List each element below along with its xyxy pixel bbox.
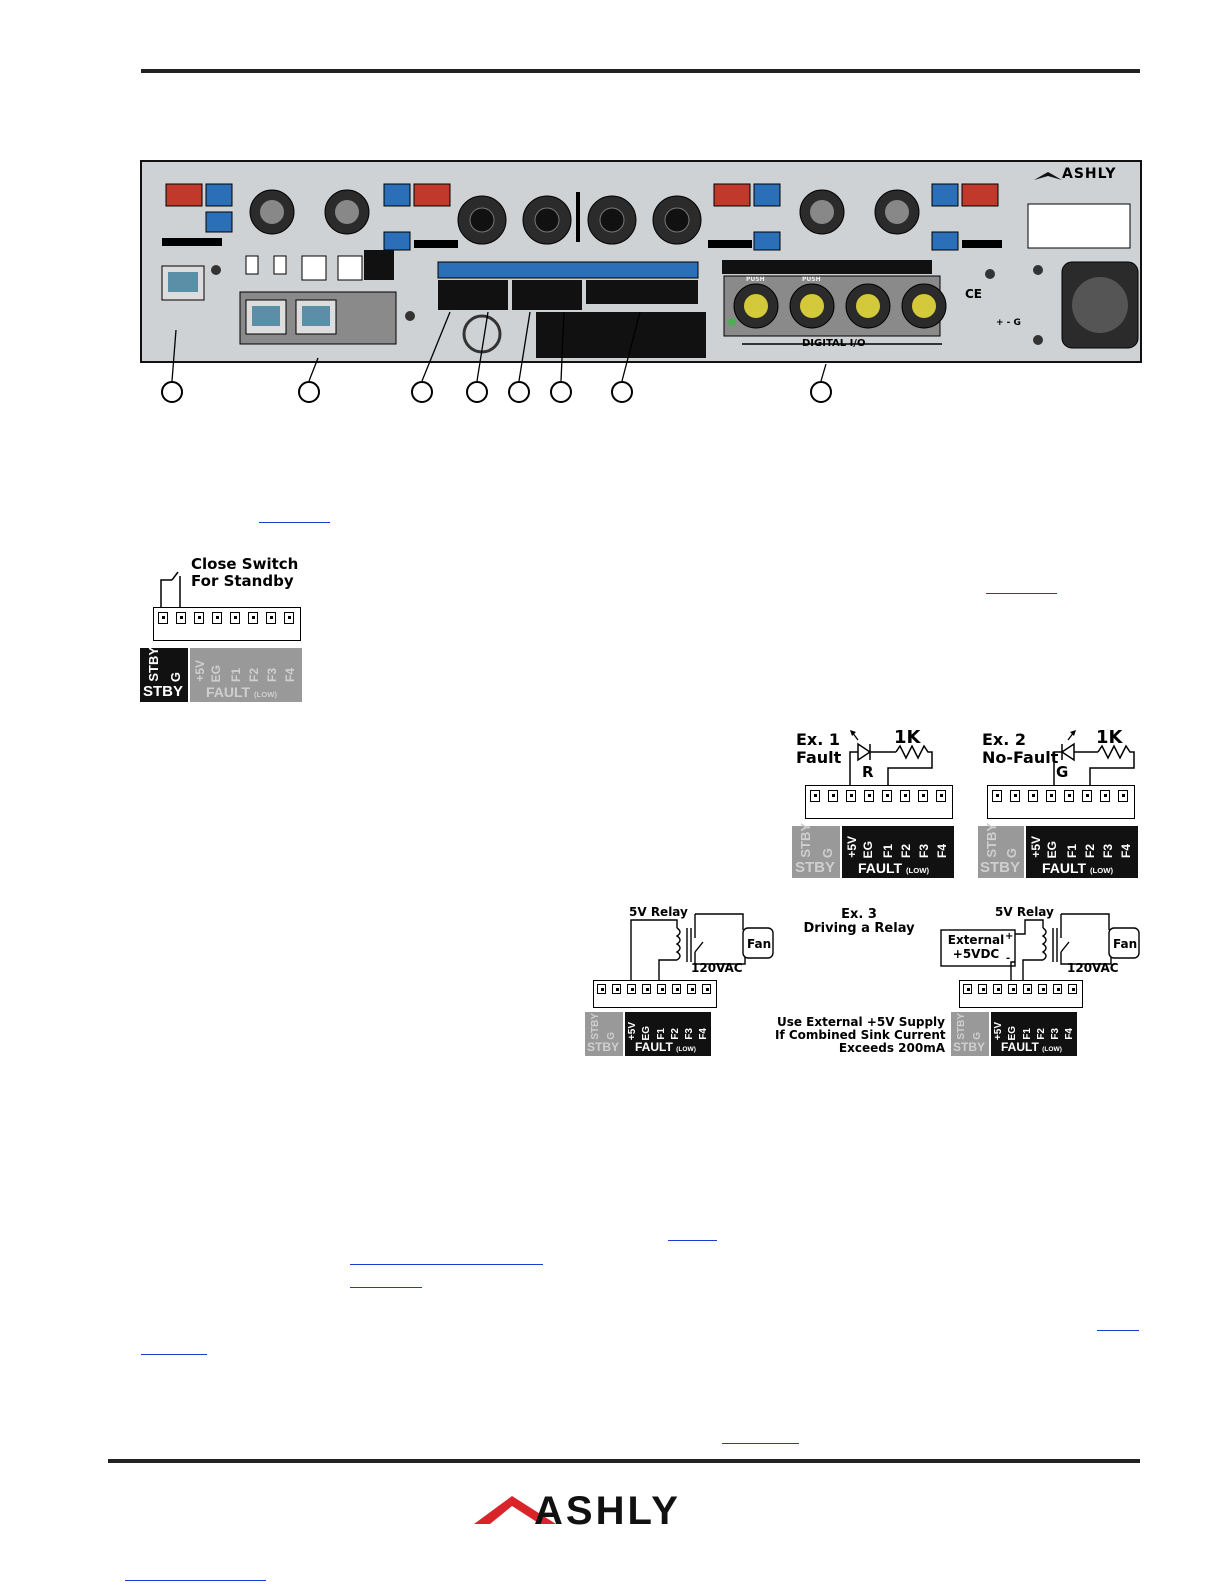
fig-ex1: Ex. 1 Fault 1K R STBY G STBY +5V EG F1 F… — [792, 727, 962, 880]
ce-mark: CE — [965, 287, 983, 301]
callout-7 — [611, 381, 633, 403]
rear-panel-illustration: ASHLY DIGITAL I/O CE PUSH PUSH + - G — [140, 160, 1142, 363]
ex1-title-2: Fault — [796, 748, 842, 767]
ex2-terminal-block — [987, 785, 1135, 819]
push-label-2: PUSH — [802, 276, 821, 283]
ex3-note-1: Use External +5V Supply — [776, 1015, 945, 1029]
ex2-title-2: No-Fault — [982, 748, 1059, 767]
hyperlink-1[interactable] — [259, 522, 330, 523]
callout-8 — [810, 381, 832, 403]
hyperlink-4[interactable] — [350, 1264, 543, 1265]
fig-ex3: Ex. 3 Driving a Relay 5V Relay Fan 120VA… — [585, 904, 1145, 1058]
push-label-1: PUSH — [746, 276, 765, 283]
ex1-led-pin: R — [862, 763, 874, 781]
ex3-note-3: Exceeds 200mA — [838, 1041, 945, 1055]
footer-rule — [108, 1459, 1140, 1463]
ex3-stby-block-left: STBY G STBY — [585, 1012, 623, 1056]
hyperlink-7[interactable] — [141, 1354, 207, 1355]
hyperlink-2[interactable] — [986, 593, 1057, 594]
ex2-stby-block: STBY G STBY — [978, 823, 1024, 878]
connector-pin-label: + - G — [996, 318, 1021, 328]
ex3-fan-right-label: Fan — [1113, 937, 1138, 951]
callout-4 — [466, 381, 488, 403]
ex3-vac-right: 120VAC — [1067, 961, 1119, 975]
ex1-terminal-block — [805, 785, 953, 819]
hyperlink-6[interactable] — [1097, 1330, 1139, 1331]
ex3-relay-circuit-right — [940, 913, 1140, 986]
standby-terminal-block — [153, 607, 301, 641]
ex3-plus: + — [1005, 931, 1014, 942]
fig-standby: Close Switch For Standby STBY G STBY +5V… — [140, 556, 310, 706]
ex3-note-2: If Combined Sink Current — [775, 1028, 946, 1042]
standby-stby-block: STBY G STBY — [140, 647, 188, 702]
ex2-led-circuit — [1053, 730, 1135, 792]
hyperlink-3[interactable] — [668, 1240, 717, 1241]
ashly-chevron-icon — [474, 1496, 556, 1524]
standby-title-2: For Standby — [191, 572, 294, 590]
ex3-title-1: Ex. 3 — [841, 907, 877, 922]
callout-2 — [298, 381, 320, 403]
ex3-relay-circuit-left — [630, 913, 774, 986]
ex1-resistor: 1K — [894, 727, 921, 748]
ex2-fault-block: +5V EG F1 F2 F3 F4 FAULT (LOW) — [1026, 826, 1138, 878]
ex3-terminal-block-right — [959, 980, 1083, 1008]
ex1-stby-block: STBY G STBY — [792, 823, 840, 878]
callout-3 — [411, 381, 433, 403]
callout-1 — [161, 381, 183, 403]
footer-logo: ASHLY — [470, 1488, 732, 1534]
ex1-title-1: Ex. 1 — [796, 730, 841, 749]
standby-fault-block: +5V EG F1 F2 F3 F4 FAULT (LOW) — [190, 648, 302, 702]
ex3-minus: - — [1006, 953, 1011, 964]
ex3-fault-block-left: +5V EG F1 F2 F3 F4 FAULT (LOW) — [625, 1012, 711, 1056]
ex3-title-2: Driving a Relay — [803, 921, 915, 936]
ex3-external-1: External — [947, 933, 1005, 947]
rear-panel-graphic — [161, 172, 1139, 358]
ex3-stby-block-right: STBY G STBY — [951, 1012, 989, 1056]
hyperlink-9[interactable] — [125, 1580, 266, 1581]
ex2-led-pin: G — [1056, 763, 1069, 781]
ex2-resistor: 1K — [1096, 727, 1123, 748]
ex1-led-circuit — [849, 730, 933, 792]
ex3-terminal-block-left — [593, 980, 717, 1008]
ex1-fault-block: +5V EG F1 F2 F3 F4 FAULT (LOW) — [842, 826, 954, 878]
header-rule — [141, 69, 1140, 73]
callout-5 — [508, 381, 530, 403]
callout-6 — [550, 381, 572, 403]
footer-brand: ASHLY — [534, 1489, 681, 1533]
ex3-relay-label-right: 5V Relay — [995, 905, 1054, 919]
fig-ex2: Ex. 2 No-Fault 1K G STBY G STBY +5V EG F… — [978, 727, 1148, 880]
hyperlink-5[interactable] — [350, 1287, 422, 1288]
standby-title-1: Close Switch — [191, 555, 299, 573]
hyperlink-8[interactable] — [722, 1443, 799, 1444]
ex3-external-2: +5VDC — [952, 947, 1000, 961]
digital-io-label: DIGITAL I/O — [802, 338, 866, 349]
ex3-fan-left-label: Fan — [747, 937, 772, 951]
panel-brand: ASHLY — [1062, 166, 1117, 182]
ex3-relay-label-left: 5V Relay — [629, 905, 688, 919]
ex2-title-1: Ex. 2 — [982, 730, 1027, 749]
ex3-vac-left: 120VAC — [691, 961, 743, 975]
ex3-fault-block-right: +5V EG F1 F2 F3 F4 FAULT (LOW) — [991, 1012, 1077, 1056]
